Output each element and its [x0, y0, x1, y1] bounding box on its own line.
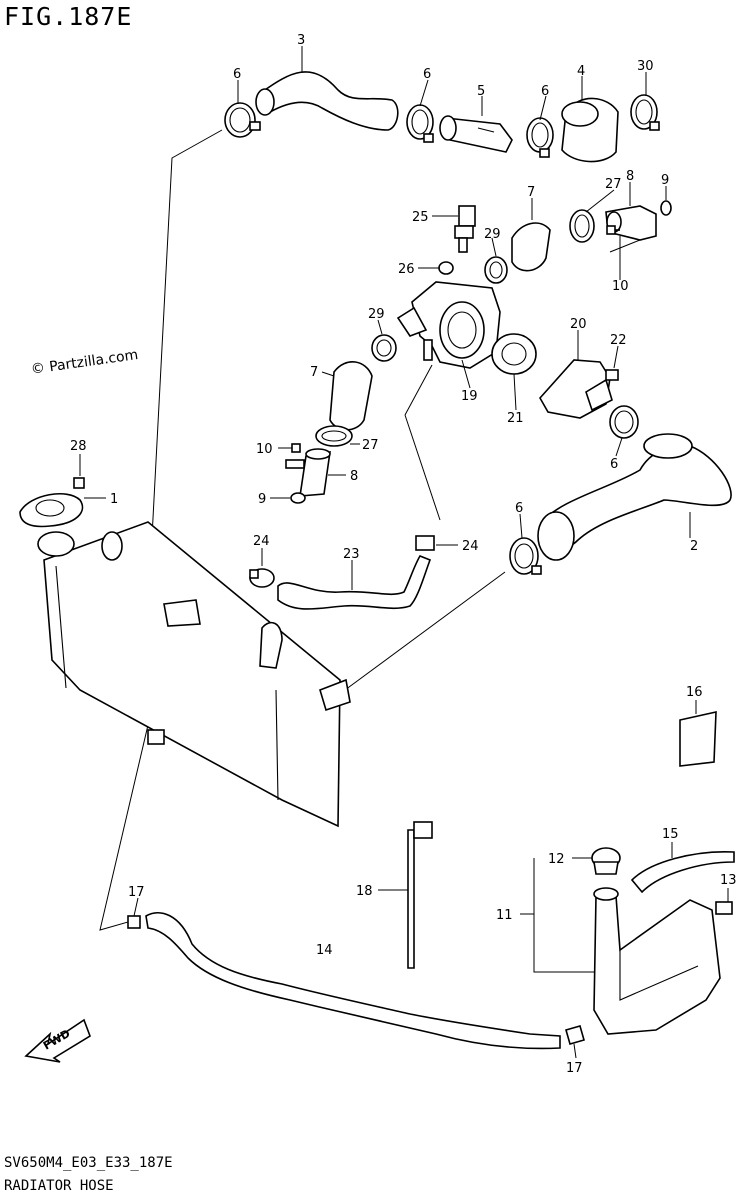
hose-2[interactable]: [537, 433, 732, 561]
hose-14[interactable]: [145, 912, 561, 1050]
figure-title: FIG.187E: [4, 2, 133, 31]
bolt-13[interactable]: [715, 901, 733, 915]
callout-4: 4: [577, 64, 585, 79]
hose-clamp-6-d[interactable]: [609, 405, 639, 439]
water-outlet-8-upper[interactable]: [605, 205, 657, 241]
callout-7: 7: [527, 185, 535, 200]
washer-26[interactable]: [438, 261, 454, 275]
hose-clamp-6-e[interactable]: [509, 537, 542, 575]
callout-6: 6: [541, 84, 549, 99]
callout-22: 22: [610, 333, 627, 348]
callout-1: 1: [110, 492, 118, 507]
callout-29: 29: [368, 307, 385, 322]
callout-3: 3: [297, 33, 305, 48]
callout-6: 6: [423, 67, 431, 82]
radiator[interactable]: [37, 521, 351, 828]
callout-10: 10: [256, 442, 273, 457]
hose-clamp-24-left[interactable]: [249, 568, 275, 588]
hose-4[interactable]: [561, 97, 619, 163]
callout-9: 9: [258, 492, 266, 507]
thermostat-housing-19[interactable]: [396, 281, 501, 369]
callout-6: 6: [233, 67, 241, 82]
thermostat-21[interactable]: [491, 333, 537, 375]
bolt-10-lower[interactable]: [291, 443, 301, 453]
reservoir-cap-12[interactable]: [591, 847, 621, 875]
hose-clamp-6-a[interactable]: [224, 102, 261, 138]
hose-7-upper[interactable]: [511, 222, 551, 272]
callout-8: 8: [626, 169, 634, 184]
callout-11: 11: [496, 908, 513, 923]
callout-6: 6: [515, 501, 523, 516]
hose-clamp-6-b[interactable]: [406, 104, 434, 143]
hose-clamp-17-right[interactable]: [565, 1025, 585, 1045]
callout-21: 21: [507, 411, 524, 426]
callout-28: 28: [70, 439, 87, 454]
callout-10: 10: [612, 279, 629, 294]
radiator-cap-1[interactable]: [19, 492, 84, 528]
callout-9: 9: [661, 173, 669, 188]
leader-lines: [99, 129, 641, 931]
figure-name: RADIATOR HOSE: [4, 1178, 114, 1194]
hose-23[interactable]: [277, 555, 432, 610]
water-pipe-8-lower[interactable]: [285, 448, 331, 497]
callout-15: 15: [662, 827, 679, 842]
callout-14: 14: [316, 943, 333, 958]
pipe-5[interactable]: [439, 115, 513, 153]
hose-clamp-27-lower[interactable]: [315, 425, 353, 447]
o-ring-9-upper[interactable]: [660, 200, 672, 216]
callout-25: 25: [412, 210, 429, 225]
callout-27: 27: [362, 438, 379, 453]
callout-18: 18: [356, 884, 373, 899]
bolt-10-upper[interactable]: [606, 225, 620, 235]
callout-17: 17: [566, 1061, 583, 1076]
callout-2: 2: [690, 539, 698, 554]
callout-16: 16: [686, 685, 703, 700]
callout-24: 24: [462, 539, 479, 554]
hose-7-lower[interactable]: [329, 361, 373, 431]
callout-6: 6: [610, 457, 618, 472]
hose-clamp-29-upper[interactable]: [484, 256, 508, 284]
hose-clamp-6-c[interactable]: [526, 117, 554, 158]
callout-19: 19: [461, 389, 478, 404]
hose-3[interactable]: [255, 71, 399, 131]
callout-17: 17: [128, 885, 145, 900]
clamp-18[interactable]: [407, 821, 433, 969]
bolt-22[interactable]: [605, 369, 619, 381]
callout-8: 8: [350, 469, 358, 484]
reservoir-tank-11[interactable]: [593, 887, 721, 1035]
callout-27: 27: [605, 177, 622, 192]
figure-code: SV650M4_E03_E33_187E: [4, 1155, 173, 1171]
hose-clamp-17-left[interactable]: [127, 915, 141, 929]
hose-clamp-24-right[interactable]: [415, 535, 435, 551]
callout-30: 30: [637, 59, 654, 74]
o-ring-9-lower[interactable]: [290, 492, 306, 504]
callout-23: 23: [343, 547, 360, 562]
callout-24: 24: [253, 534, 270, 549]
callout-29: 29: [484, 227, 501, 242]
bolt-28[interactable]: [73, 477, 85, 489]
callout-leaders: [79, 46, 729, 1059]
hose-clamp-30[interactable]: [630, 94, 660, 131]
hose-clamp-27-upper[interactable]: [569, 209, 595, 243]
temperature-sensor-25[interactable]: [454, 205, 476, 253]
callout-12: 12: [548, 852, 565, 867]
label-16[interactable]: [679, 710, 717, 767]
callout-26: 26: [398, 262, 415, 277]
overflow-hose-15[interactable]: [630, 850, 735, 894]
callout-20: 20: [570, 317, 587, 332]
callout-5: 5: [477, 84, 485, 99]
fwd-arrow: FWD: [24, 1018, 91, 1063]
callout-7: 7: [310, 365, 318, 380]
callout-13: 13: [720, 873, 737, 888]
callout-numbers: 3 6 6 5 6 4 30 7 27 8 9 25 29 26 10 29 2…: [70, 33, 737, 1076]
hose-clamp-29-lower[interactable]: [371, 334, 397, 362]
thermostat-cover-20[interactable]: [539, 359, 613, 419]
